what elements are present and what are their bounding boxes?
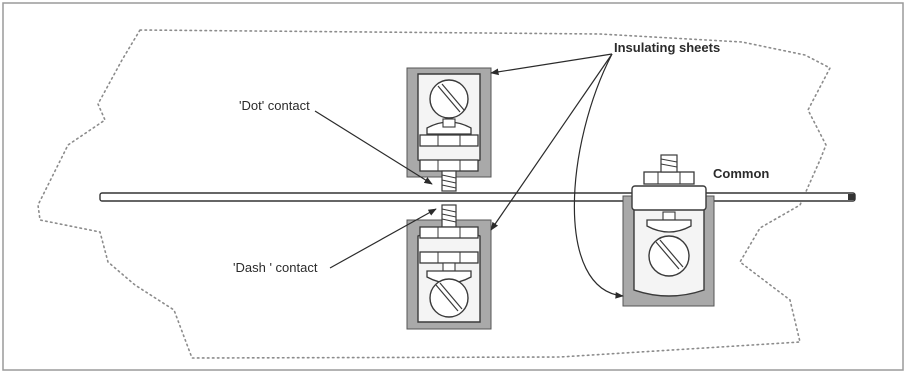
bar-end-cap — [848, 194, 855, 200]
insulating-arrow-middle — [490, 53, 613, 231]
dot-contact-leader — [314, 110, 433, 185]
dash-contact-leader — [329, 208, 437, 269]
insulating-arrow-top — [490, 53, 613, 76]
dot-contact-screw — [441, 170, 457, 192]
dash-nut-lower — [419, 251, 479, 264]
dot-screw-head — [426, 79, 472, 135]
common-clamp-plate — [631, 185, 707, 211]
dash-nut-upper — [419, 226, 479, 239]
common-label: Common — [713, 166, 769, 181]
common-screw-head — [646, 211, 692, 277]
dot-nut-upper — [419, 134, 479, 147]
common-nut — [643, 171, 695, 185]
dot-nut-lower — [419, 159, 479, 172]
dot-contact-label: 'Dot' contact — [239, 98, 310, 113]
dash-contact-assembly — [406, 204, 492, 330]
insulating-arrow-curved — [573, 53, 624, 299]
base-board-outline — [37, 29, 832, 359]
dot-contact-assembly — [406, 67, 492, 192]
common-terminal-assembly — [622, 154, 715, 307]
dash-contact-label: 'Dash ' contact — [233, 260, 318, 275]
dash-screw-head — [426, 262, 472, 318]
contact-bar — [99, 192, 856, 202]
insulating-sheets-label: Insulating sheets — [614, 40, 720, 55]
common-stud — [660, 154, 678, 173]
dash-contact-screw — [441, 204, 457, 228]
